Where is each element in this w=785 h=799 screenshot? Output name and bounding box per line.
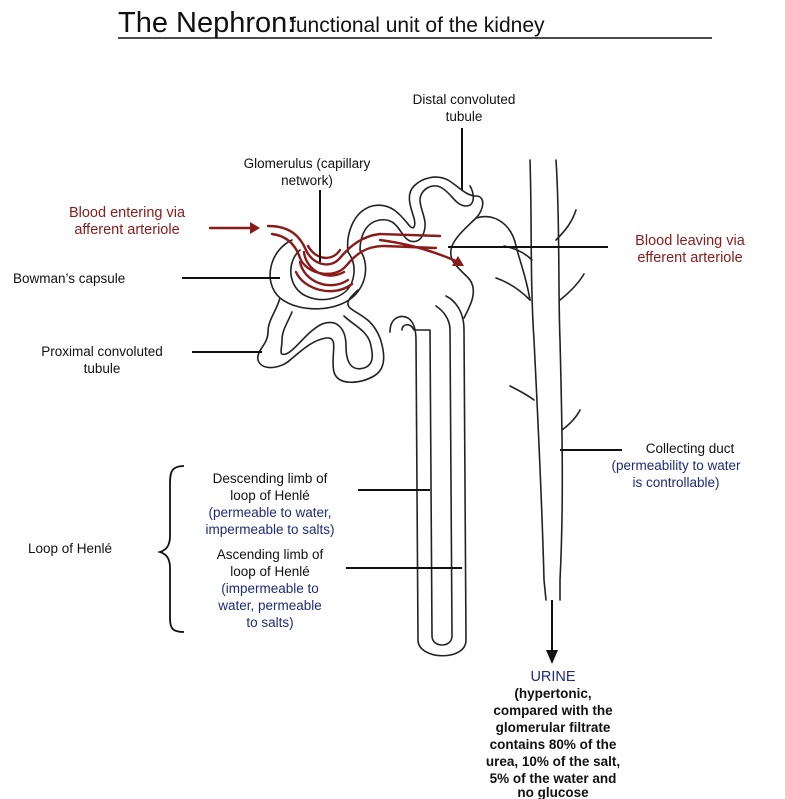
proximal-convoluted-tubule: [258, 290, 384, 382]
loop-of-henle-inner: [402, 306, 452, 645]
loop-brace: [160, 466, 184, 632]
label-distal-line1: Distal convoluted: [413, 92, 516, 107]
label-ascending-line1: Ascending limb of: [217, 547, 324, 562]
collecting-duct: [496, 160, 584, 600]
bowmans-capsule-outer: [270, 240, 365, 309]
label-descending-line3: (permeable to water,: [208, 505, 331, 520]
label-ascending-line4: water, permeable: [217, 598, 322, 613]
label-urine-line5: urea, 10% of the salt,: [486, 754, 620, 769]
label-descending-line4: impermeable to salts): [205, 522, 334, 537]
label-blood-out-line2: efferent arteriole: [637, 250, 742, 266]
label-urine-title: URINE: [530, 669, 575, 685]
connecting-tubule: [476, 217, 530, 300]
label-ascending-line3: (impermeable to: [221, 581, 319, 596]
label-urine-line6: 5% of the water and: [490, 771, 617, 786]
label-blood-in-line2: afferent arteriole: [74, 222, 179, 238]
afferent-arrow-icon: [250, 222, 260, 234]
capillary-5: [308, 246, 340, 258]
label-glomerulus-line2: network): [281, 173, 333, 188]
label-urine-line1: (hypertonic,: [514, 686, 591, 701]
label-urine-line3: glomerular filtrate: [496, 720, 611, 735]
label-urine-line2: compared with the: [493, 703, 613, 718]
label-urine-line7: no glucose: [517, 785, 589, 799]
label-glomerulus-line1: Glomerulus (capillary: [244, 156, 371, 171]
label-ascending-line2: loop of Henlé: [230, 564, 310, 579]
label-descending-line2: loop of Henlé: [230, 488, 310, 503]
title: The Nephron: functional unit of the kidn…: [118, 7, 712, 39]
label-collecting-line1: Collecting duct: [646, 441, 735, 456]
label-collecting-line2: (permeability to water: [611, 458, 741, 473]
label-proximal-line1: Proximal convoluted: [41, 344, 163, 359]
labels: Distal convoluted tubule Glomerulus (cap…: [13, 92, 746, 799]
label-descending-line1: Descending limb of: [213, 471, 328, 486]
label-ascending-line5: to salts): [246, 615, 293, 630]
label-loop-of-henle: Loop of Henlé: [28, 541, 112, 556]
label-bowman: Bowman’s capsule: [13, 271, 125, 286]
loop-of-henle: [390, 296, 466, 656]
title-main: The Nephron:: [118, 7, 295, 39]
label-blood-out-line1: Blood leaving via: [635, 233, 746, 249]
label-distal-line2: tubule: [446, 109, 483, 124]
label-urine-line4: contains 80% of the: [490, 737, 617, 752]
label-collecting-line3: is controllable): [632, 475, 719, 490]
title-sub: functional unit of the kidney: [290, 14, 545, 37]
efferent-arrow-shaft: [380, 240, 458, 262]
label-blood-in-line1: Blood entering via: [69, 205, 186, 221]
urine-arrow-icon: [546, 650, 558, 664]
label-proximal-line2: tubule: [84, 361, 121, 376]
